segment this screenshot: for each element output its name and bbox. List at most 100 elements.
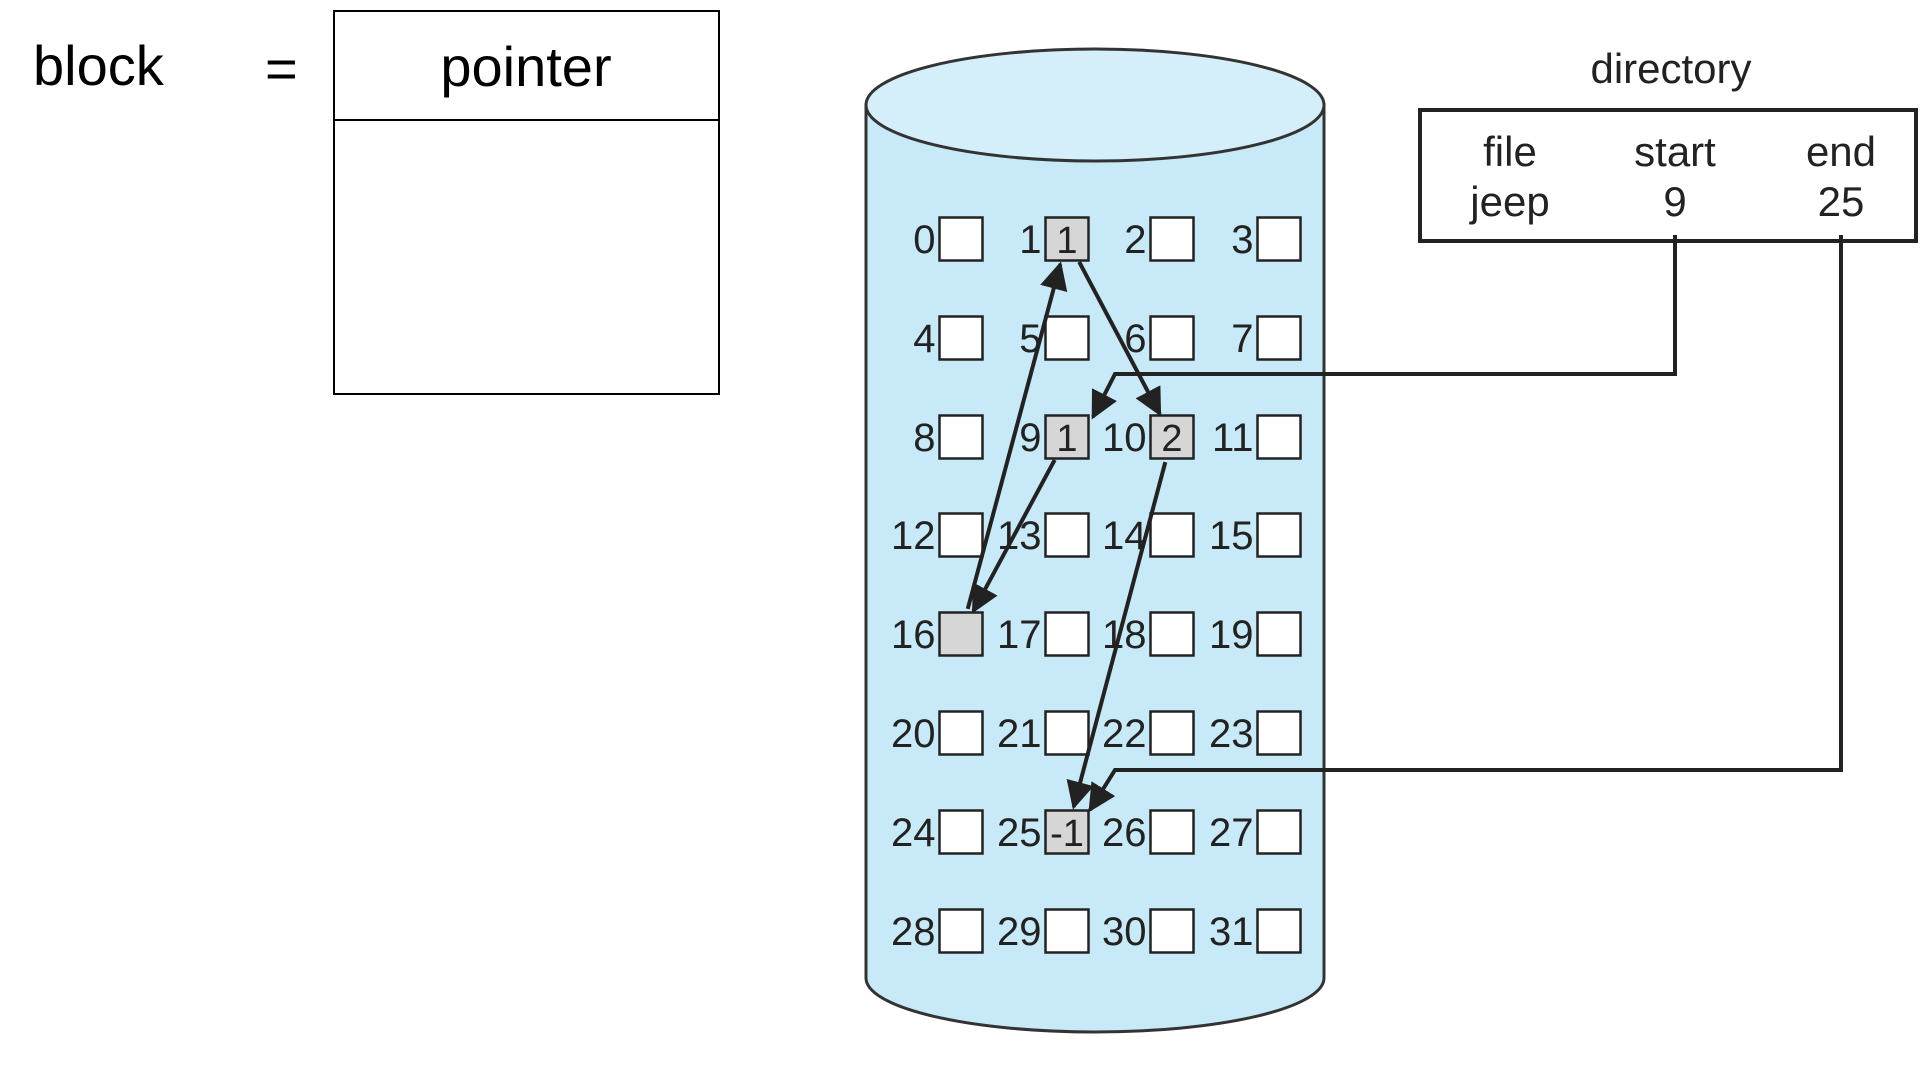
free-block-box	[1044, 512, 1090, 558]
free-block-box	[938, 908, 984, 954]
disk-block-25: 25-1	[997, 809, 1090, 855]
free-block-box	[1149, 908, 1195, 954]
block-number: 15	[1209, 514, 1254, 558]
directory-title: directory	[1590, 45, 1751, 92]
free-block-box	[1256, 216, 1302, 262]
free-block-box	[938, 710, 984, 756]
block-number: 14	[1102, 514, 1147, 558]
start-pointer-line	[1091, 235, 1677, 420]
block-number: 2	[1124, 218, 1146, 262]
block-pointer-value: -1	[1050, 813, 1084, 855]
disk-block-19: 19	[1209, 611, 1302, 657]
free-block-box	[1256, 908, 1302, 954]
free-block-box	[938, 216, 984, 262]
block-number: 6	[1124, 317, 1146, 361]
disk-block-11: 11	[1212, 414, 1302, 460]
free-block-box	[1256, 809, 1302, 855]
disk-block-29: 29	[997, 908, 1090, 954]
used-block-box	[1149, 414, 1195, 460]
free-block-box	[1044, 908, 1090, 954]
free-block-box	[1149, 216, 1195, 262]
disk-block-0: 0	[913, 216, 984, 262]
block-number: 21	[997, 712, 1042, 756]
cylinder-top	[864, 47, 1326, 163]
disk-block-15: 15	[1209, 512, 1302, 558]
disk-block-6: 6	[1124, 315, 1195, 361]
block-number: 22	[1102, 712, 1147, 756]
block-pointer-value: 1	[1056, 220, 1077, 262]
block-pointer-value: 2	[1161, 418, 1182, 460]
free-block-box	[1149, 315, 1195, 361]
used-block-box	[1044, 216, 1090, 262]
free-block-box	[1149, 512, 1195, 558]
cell-file: jeep	[1468, 178, 1549, 225]
pointer-label: pointer	[440, 35, 611, 98]
block-number: 0	[913, 218, 935, 262]
disk-block-28: 28	[891, 908, 984, 954]
header-file: file	[1483, 128, 1537, 175]
disk-block-2: 2	[1124, 216, 1195, 262]
end-pointer-line	[1088, 235, 1843, 813]
block-number: 27	[1209, 811, 1254, 855]
disk-block-4: 4	[913, 315, 984, 361]
used-block-box	[938, 611, 984, 657]
free-block-box	[1256, 315, 1302, 361]
disk-block-7: 7	[1231, 315, 1302, 361]
free-block-box	[1149, 611, 1195, 657]
free-block-box	[1256, 414, 1302, 460]
block-number: 16	[891, 613, 936, 657]
block-number: 10	[1102, 416, 1147, 460]
chain-arrow-10-to-25	[1066, 461, 1168, 810]
disk-block-27: 27	[1209, 809, 1302, 855]
disk-block-3: 3	[1231, 216, 1302, 262]
disk-block-16: 16	[891, 611, 984, 657]
block-number: 1	[1019, 218, 1041, 262]
free-block-box	[1256, 512, 1302, 558]
block-number: 24	[891, 811, 936, 855]
block-number: 3	[1231, 218, 1253, 262]
free-block-box	[1044, 710, 1090, 756]
block-number: 17	[997, 613, 1042, 657]
disk-block-10: 10 2	[1102, 414, 1195, 460]
disk-block-8: 8	[913, 414, 984, 460]
disk-block-13: 13	[997, 512, 1090, 558]
block-structure-box	[333, 10, 720, 395]
used-block-box	[1044, 414, 1090, 460]
disk-block-22: 22	[1102, 710, 1195, 756]
free-block-box	[1149, 710, 1195, 756]
block-number: 29	[997, 910, 1042, 954]
block-number: 31	[1209, 910, 1254, 954]
header-end: end	[1806, 128, 1876, 175]
block-number: 28	[891, 910, 936, 954]
free-block-box	[1044, 611, 1090, 657]
block-pointer-value: 1	[1056, 418, 1077, 460]
free-block-box	[938, 414, 984, 460]
disk-block-30: 30	[1102, 908, 1195, 954]
block-number: 30	[1102, 910, 1147, 954]
free-block-box	[1256, 710, 1302, 756]
chain-arrow-9-to-16	[971, 458, 1057, 614]
disk-block-21: 21	[997, 710, 1090, 756]
disk-block-14: 14	[1102, 512, 1195, 558]
cell-end: 25	[1818, 178, 1865, 225]
block-number: 8	[913, 416, 935, 460]
cell-start: 9	[1663, 178, 1686, 225]
block-number: 12	[891, 514, 936, 558]
disk-block-12: 12	[891, 512, 984, 558]
disk-block-24: 24	[891, 809, 984, 855]
chain-arrow-16-to-1	[965, 261, 1068, 610]
free-block-box	[938, 512, 984, 558]
block-label: block	[33, 34, 165, 97]
free-block-box	[938, 315, 984, 361]
free-block-box	[1149, 809, 1195, 855]
block-number: 19	[1209, 613, 1254, 657]
used-block-box	[1044, 809, 1090, 855]
block-number: 26	[1102, 811, 1147, 855]
block-number: 25	[997, 811, 1042, 855]
block-legend: block = pointer	[33, 10, 720, 395]
header-start: start	[1634, 128, 1716, 175]
block-number: 20	[891, 712, 936, 756]
